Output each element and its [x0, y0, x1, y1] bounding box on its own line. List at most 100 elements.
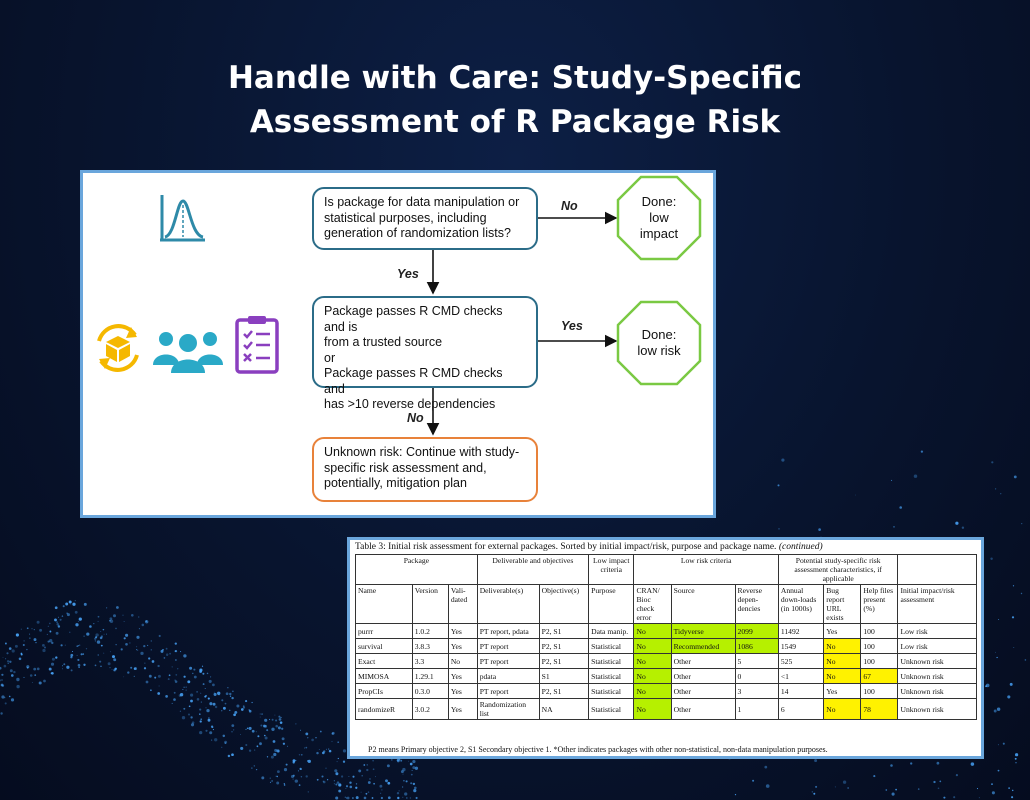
label-no-2: No: [407, 411, 424, 425]
q3-line-1: Unknown risk: Continue with study-: [324, 445, 520, 459]
background-dot: [221, 746, 223, 748]
table-cell: Unknown risk: [897, 668, 977, 684]
background-dot: [33, 667, 37, 671]
table-cell: 1549: [777, 638, 825, 654]
column-header: Initial impact/risk assessment: [897, 584, 977, 624]
background-dot: [42, 648, 46, 653]
background-dot: [202, 672, 205, 675]
background-dot: [402, 767, 406, 772]
background-dot: [189, 666, 193, 670]
background-dot: [113, 669, 116, 672]
background-dot: [387, 781, 391, 785]
background-dot: [78, 666, 80, 669]
background-dot: [815, 785, 818, 788]
table-cell: No: [633, 698, 672, 720]
background-dot: [218, 694, 220, 696]
background-dot: [48, 622, 51, 625]
background-dot: [77, 658, 80, 661]
background-dot: [163, 657, 166, 659]
background-dot: [331, 740, 333, 743]
table-cell: Other: [670, 668, 736, 684]
background-dot: [200, 718, 203, 721]
background-dot: [64, 644, 66, 646]
background-dot: [10, 674, 14, 677]
background-dot: [76, 654, 78, 656]
background-dot: [231, 730, 233, 733]
background-dot: [240, 746, 244, 750]
background-dot: [351, 797, 354, 799]
background-dot: [188, 713, 190, 716]
table-cell: Unknown risk: [897, 683, 977, 699]
background-dot: [211, 739, 213, 741]
background-dot: [4, 702, 7, 705]
background-dot: [8, 647, 12, 650]
table-cell: Statistical: [588, 683, 635, 699]
background-dot: [122, 614, 124, 616]
table-group-row: Package Deliverable and objectives Low i…: [355, 554, 977, 585]
column-header: Objective(s): [538, 584, 590, 624]
q2-line-5: has >10 reverse dependencies: [324, 397, 496, 411]
title-line-1: Handle with Care: Study-Specific: [227, 60, 803, 96]
table-caption: Table 3: Initial risk assessment for ext…: [355, 542, 823, 552]
background-dot: [301, 754, 303, 756]
background-dot: [208, 679, 212, 683]
group-header: [897, 554, 977, 585]
background-dot: [1021, 523, 1023, 525]
background-dot: [162, 648, 164, 651]
done1-line-2: low: [649, 210, 669, 225]
background-dot: [355, 786, 358, 789]
table-cell: purrr: [355, 623, 413, 639]
label-no-1: No: [561, 199, 578, 213]
background-dot: [125, 642, 128, 646]
title-line-2: Assessment of R Package Risk: [249, 104, 781, 140]
background-dot: [401, 786, 404, 788]
column-header: Bug report URL exists: [823, 584, 862, 624]
background-dot: [111, 668, 113, 670]
background-dot: [33, 638, 37, 642]
background-dot: [271, 718, 274, 721]
background-dot: [409, 797, 412, 799]
background-dot: [937, 787, 940, 790]
background-dot: [1014, 753, 1019, 757]
background-dot: [396, 759, 400, 763]
background-dot: [306, 760, 309, 762]
table-cell: PT report, pdata: [476, 623, 540, 639]
background-dot: [891, 479, 893, 481]
background-dot: [264, 724, 268, 728]
background-dot: [141, 623, 145, 627]
background-dot: [94, 664, 97, 667]
background-dot: [336, 781, 340, 784]
background-dot: [144, 662, 146, 664]
background-dot: [196, 691, 198, 693]
background-dot: [206, 672, 209, 675]
background-dot: [113, 658, 117, 662]
background-dot: [893, 526, 895, 528]
background-dot: [1, 679, 3, 681]
column-header: Annual down-loads (in 1000s): [777, 584, 825, 624]
background-dot: [409, 762, 413, 766]
background-dot: [402, 773, 404, 775]
background-dot: [10, 698, 15, 702]
background-dot: [345, 788, 347, 789]
table-cell: PT report: [476, 683, 540, 699]
background-dot: [335, 772, 339, 776]
background-dot: [298, 784, 301, 786]
background-dot: [136, 646, 138, 648]
background-dot: [305, 746, 308, 749]
background-dot: [61, 668, 63, 670]
background-dot: [9, 669, 13, 673]
background-dot: [996, 656, 998, 659]
background-dot: [26, 665, 30, 669]
table-cell: Statistical: [588, 668, 635, 684]
background-dot: [140, 651, 144, 656]
label-yes-1: Yes: [397, 267, 419, 281]
background-dot: [261, 776, 265, 780]
background-dot: [387, 796, 391, 800]
background-dot: [410, 782, 413, 785]
table-cell: Statistical: [588, 638, 635, 654]
background-dot: [264, 734, 266, 737]
background-dot: [248, 709, 250, 711]
background-dot: [1, 695, 5, 699]
background-dot: [333, 780, 335, 782]
